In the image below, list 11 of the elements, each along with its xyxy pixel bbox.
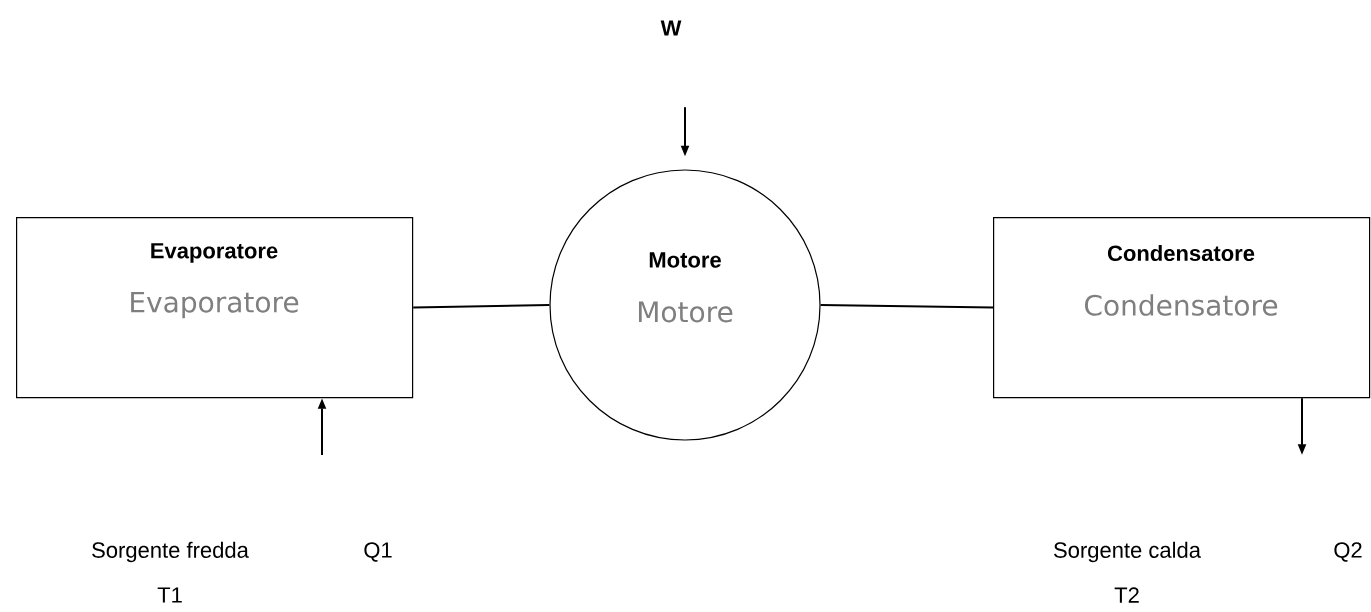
connector-line	[819, 304, 994, 309]
process-box: Condensatore Condensatore	[993, 217, 1371, 399]
label-text: T2	[1114, 587, 1139, 603]
label-text: T1	[157, 587, 182, 603]
process-box: Evaporatore Evaporatore	[16, 217, 414, 399]
label-text: Q2	[1334, 542, 1362, 562]
node-label: W	[660, 20, 682, 36]
label-text: Sorgente fredda	[92, 541, 249, 563]
label-text: Sorgente calda	[1054, 541, 1201, 563]
connector-line	[412, 304, 551, 309]
label-text: Q1	[364, 542, 392, 562]
